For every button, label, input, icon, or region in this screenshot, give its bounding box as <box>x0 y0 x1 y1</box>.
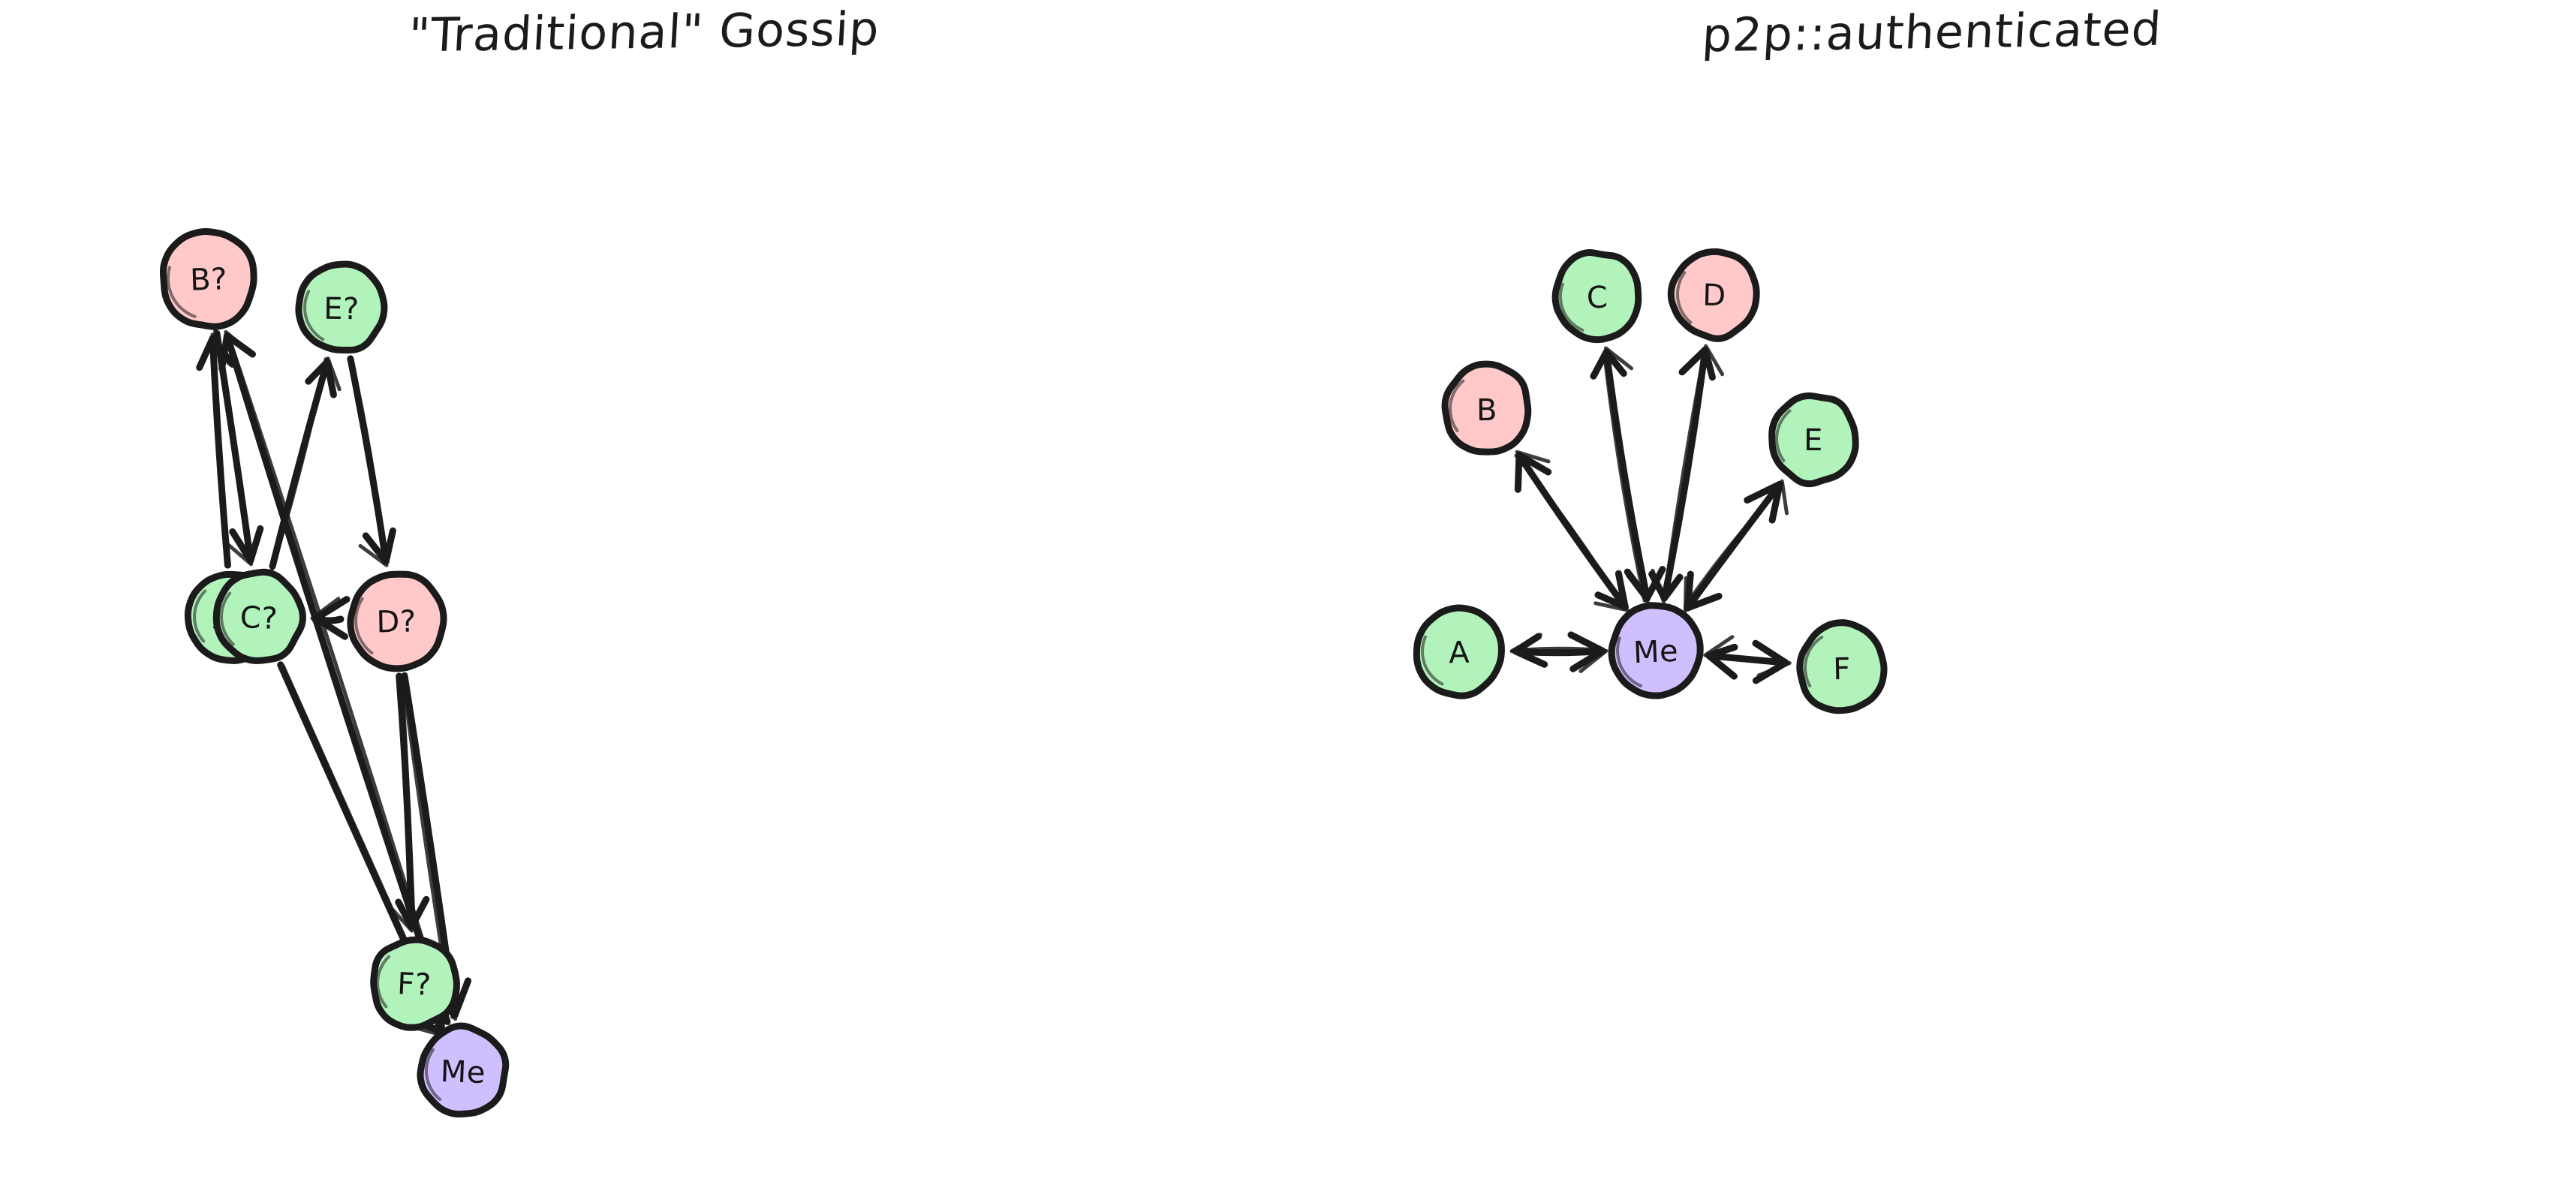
edge-line-sketch <box>212 334 229 566</box>
node-sketch-arc <box>1558 282 1584 332</box>
graph-traditional-gossip: A?B?C?D?E?F?Me <box>159 227 510 1117</box>
node-p2p-authenticated-D[interactable]: D <box>1667 248 1760 342</box>
node-circle <box>159 227 257 330</box>
node-label: Me <box>440 1054 486 1090</box>
node-p2p-authenticated-E[interactable]: E <box>1768 392 1859 488</box>
edge-traditional-gossip-E-D[interactable] <box>347 355 396 567</box>
node-sketch-arc <box>193 589 207 643</box>
node-label: B <box>1476 393 1497 428</box>
edge-line-sketch <box>270 357 328 571</box>
edge-line-sketch <box>1510 646 1606 653</box>
node-layer: A B C D E F Me <box>1413 248 1888 714</box>
node-traditional-gossip-B[interactable]: B? <box>159 227 257 330</box>
edge-traditional-gossip-D-C[interactable] <box>310 596 351 640</box>
edge-p2p-authenticated-Me-C[interactable] <box>1590 346 1666 604</box>
edge-line-sketch <box>399 675 416 930</box>
panel-traditional-gossip: "Traditional" Gossip A?B?C?D?E?F?Me <box>159 2 881 1117</box>
edge-p2p-authenticated-Me-F[interactable] <box>1703 635 1792 684</box>
node-circle <box>1608 602 1704 699</box>
node-label: C <box>1586 281 1608 316</box>
edge-line-sketch <box>349 355 387 565</box>
node-circle <box>295 260 388 354</box>
edge-traditional-gossip-A-B[interactable] <box>196 332 236 569</box>
node-traditional-gossip-E[interactable]: E? <box>295 260 388 354</box>
node-sketch-arc <box>167 266 197 318</box>
node-p2p-authenticated-F[interactable]: F <box>1796 619 1888 714</box>
edge-traditional-gossip-D-F[interactable] <box>387 672 430 933</box>
node-sketch-arc <box>303 290 325 341</box>
node-circle <box>1667 248 1760 342</box>
node-label: A <box>1449 636 1470 671</box>
node-label: C? <box>239 600 278 636</box>
node-label: B? <box>190 262 228 298</box>
node-circle <box>212 568 306 664</box>
node-label: E <box>1804 423 1823 458</box>
node-traditional-gossip-F[interactable]: F? <box>370 936 460 1031</box>
edge-p2p-authenticated-Me-E[interactable] <box>1683 479 1789 613</box>
node-label: E? <box>324 292 360 326</box>
node-sketch-arc <box>1421 635 1444 686</box>
node-label: D? <box>376 604 417 639</box>
node-sketch-arc <box>1676 271 1693 324</box>
edge-line <box>1602 348 1651 602</box>
edge-line-sketch <box>1602 353 1647 603</box>
node-sketch-arc <box>1449 379 1465 432</box>
edge-p2p-authenticated-Me-A[interactable] <box>1509 631 1608 673</box>
node-sketch-arc <box>1616 636 1643 687</box>
node-sketch-arc <box>354 597 374 655</box>
node-circle <box>370 936 460 1031</box>
node-label: Me <box>1633 634 1679 670</box>
edge-traditional-gossip-C-E[interactable] <box>269 356 342 571</box>
node-circle <box>417 1022 510 1117</box>
node-circle <box>1796 619 1888 714</box>
edge-p2p-authenticated-Me-D[interactable] <box>1648 344 1725 604</box>
node-traditional-gossip-C[interactable]: C? <box>212 568 306 664</box>
node-circle <box>1551 249 1642 344</box>
node-p2p-authenticated-B[interactable]: B <box>1441 360 1532 456</box>
node-sketch-arc <box>1775 409 1792 462</box>
edge-line-sketch <box>1684 484 1783 608</box>
node-label: F <box>1833 652 1851 687</box>
edge-traditional-gossip-B-C[interactable] <box>213 329 264 567</box>
edge-p2p-authenticated-Me-B[interactable] <box>1514 450 1630 612</box>
edge-line-sketch <box>1514 453 1625 608</box>
node-sketch-arc <box>425 1048 442 1101</box>
edge-layer <box>1509 344 1792 684</box>
node-layer: A?B?C?D?E?F?Me <box>159 227 510 1117</box>
node-circle <box>1413 604 1505 699</box>
node-sketch-arc <box>220 591 235 646</box>
graph-p2p-authenticated: A B C D E F Me <box>1413 248 1888 714</box>
edge-line-sketch <box>1662 350 1706 601</box>
node-sketch-arc <box>1804 636 1824 687</box>
node-sketch-arc <box>376 955 391 1009</box>
edge-line-sketch <box>213 329 254 565</box>
node-traditional-gossip-Me[interactable]: Me <box>417 1022 510 1117</box>
node-p2p-authenticated-Me[interactable]: Me <box>1608 602 1704 699</box>
node-label: F? <box>396 967 432 1003</box>
node-circle <box>1441 360 1532 456</box>
node-circle <box>347 570 447 672</box>
node-circle <box>1768 392 1859 488</box>
node-label: D <box>1702 278 1726 314</box>
edge-layer <box>196 329 472 1038</box>
node-traditional-gossip-D[interactable]: D? <box>347 570 447 672</box>
node-p2p-authenticated-A[interactable]: A <box>1413 604 1505 699</box>
node-p2p-authenticated-C[interactable]: C <box>1551 249 1642 344</box>
